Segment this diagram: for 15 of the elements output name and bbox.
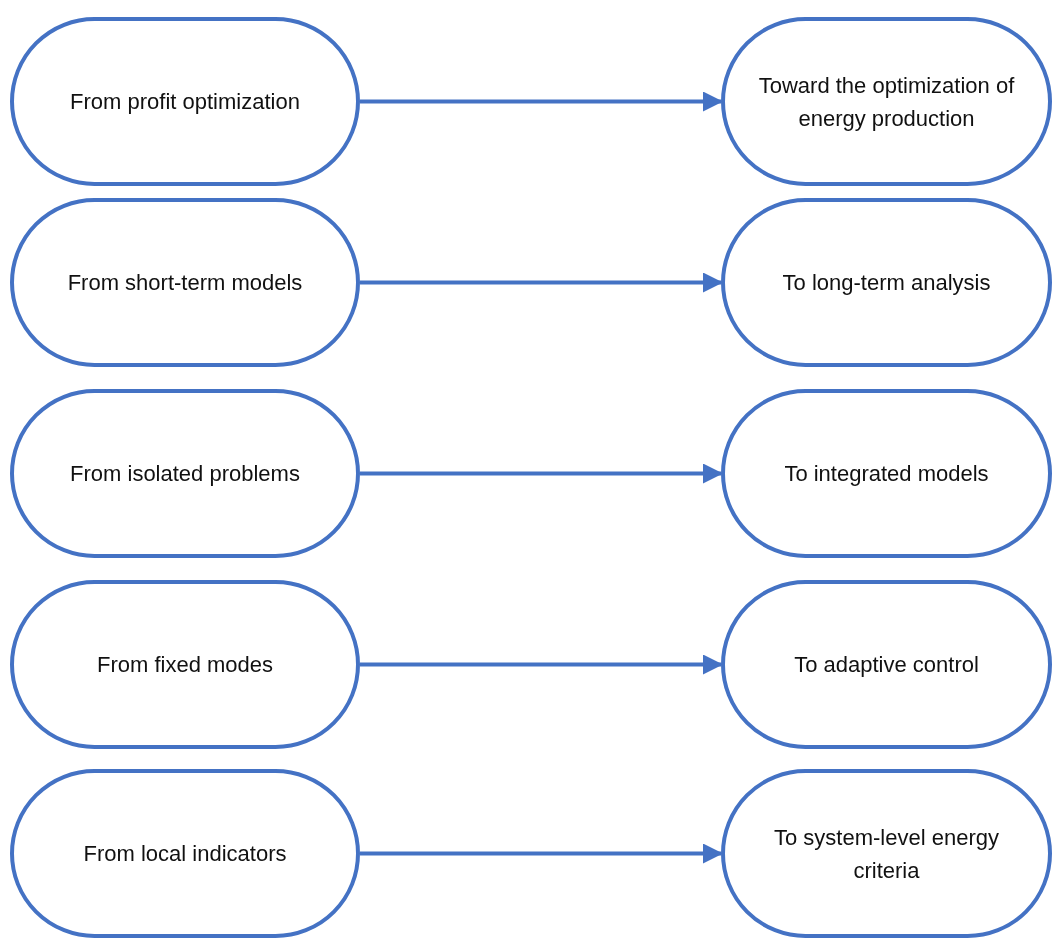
box-label: To integrated models bbox=[784, 460, 989, 488]
box-label: Toward the optimization of energy production bbox=[757, 71, 1016, 133]
arrow bbox=[360, 272, 723, 293]
box-label: From fixed modes bbox=[96, 651, 274, 679]
arrow bbox=[360, 463, 723, 484]
box-label: From short-term models bbox=[67, 269, 303, 297]
arrow bbox=[360, 843, 723, 864]
arrow bbox=[360, 654, 723, 675]
box-label: From local indicators bbox=[83, 840, 287, 868]
box-label: To system-level energy criteria bbox=[773, 823, 1000, 885]
arrow bbox=[360, 91, 723, 112]
box-label: From profit optimization bbox=[70, 88, 300, 116]
box-label: From isolated problems bbox=[70, 460, 300, 488]
box-label: To adaptive control bbox=[794, 651, 979, 679]
box-label: To long-term analysis bbox=[782, 269, 991, 297]
